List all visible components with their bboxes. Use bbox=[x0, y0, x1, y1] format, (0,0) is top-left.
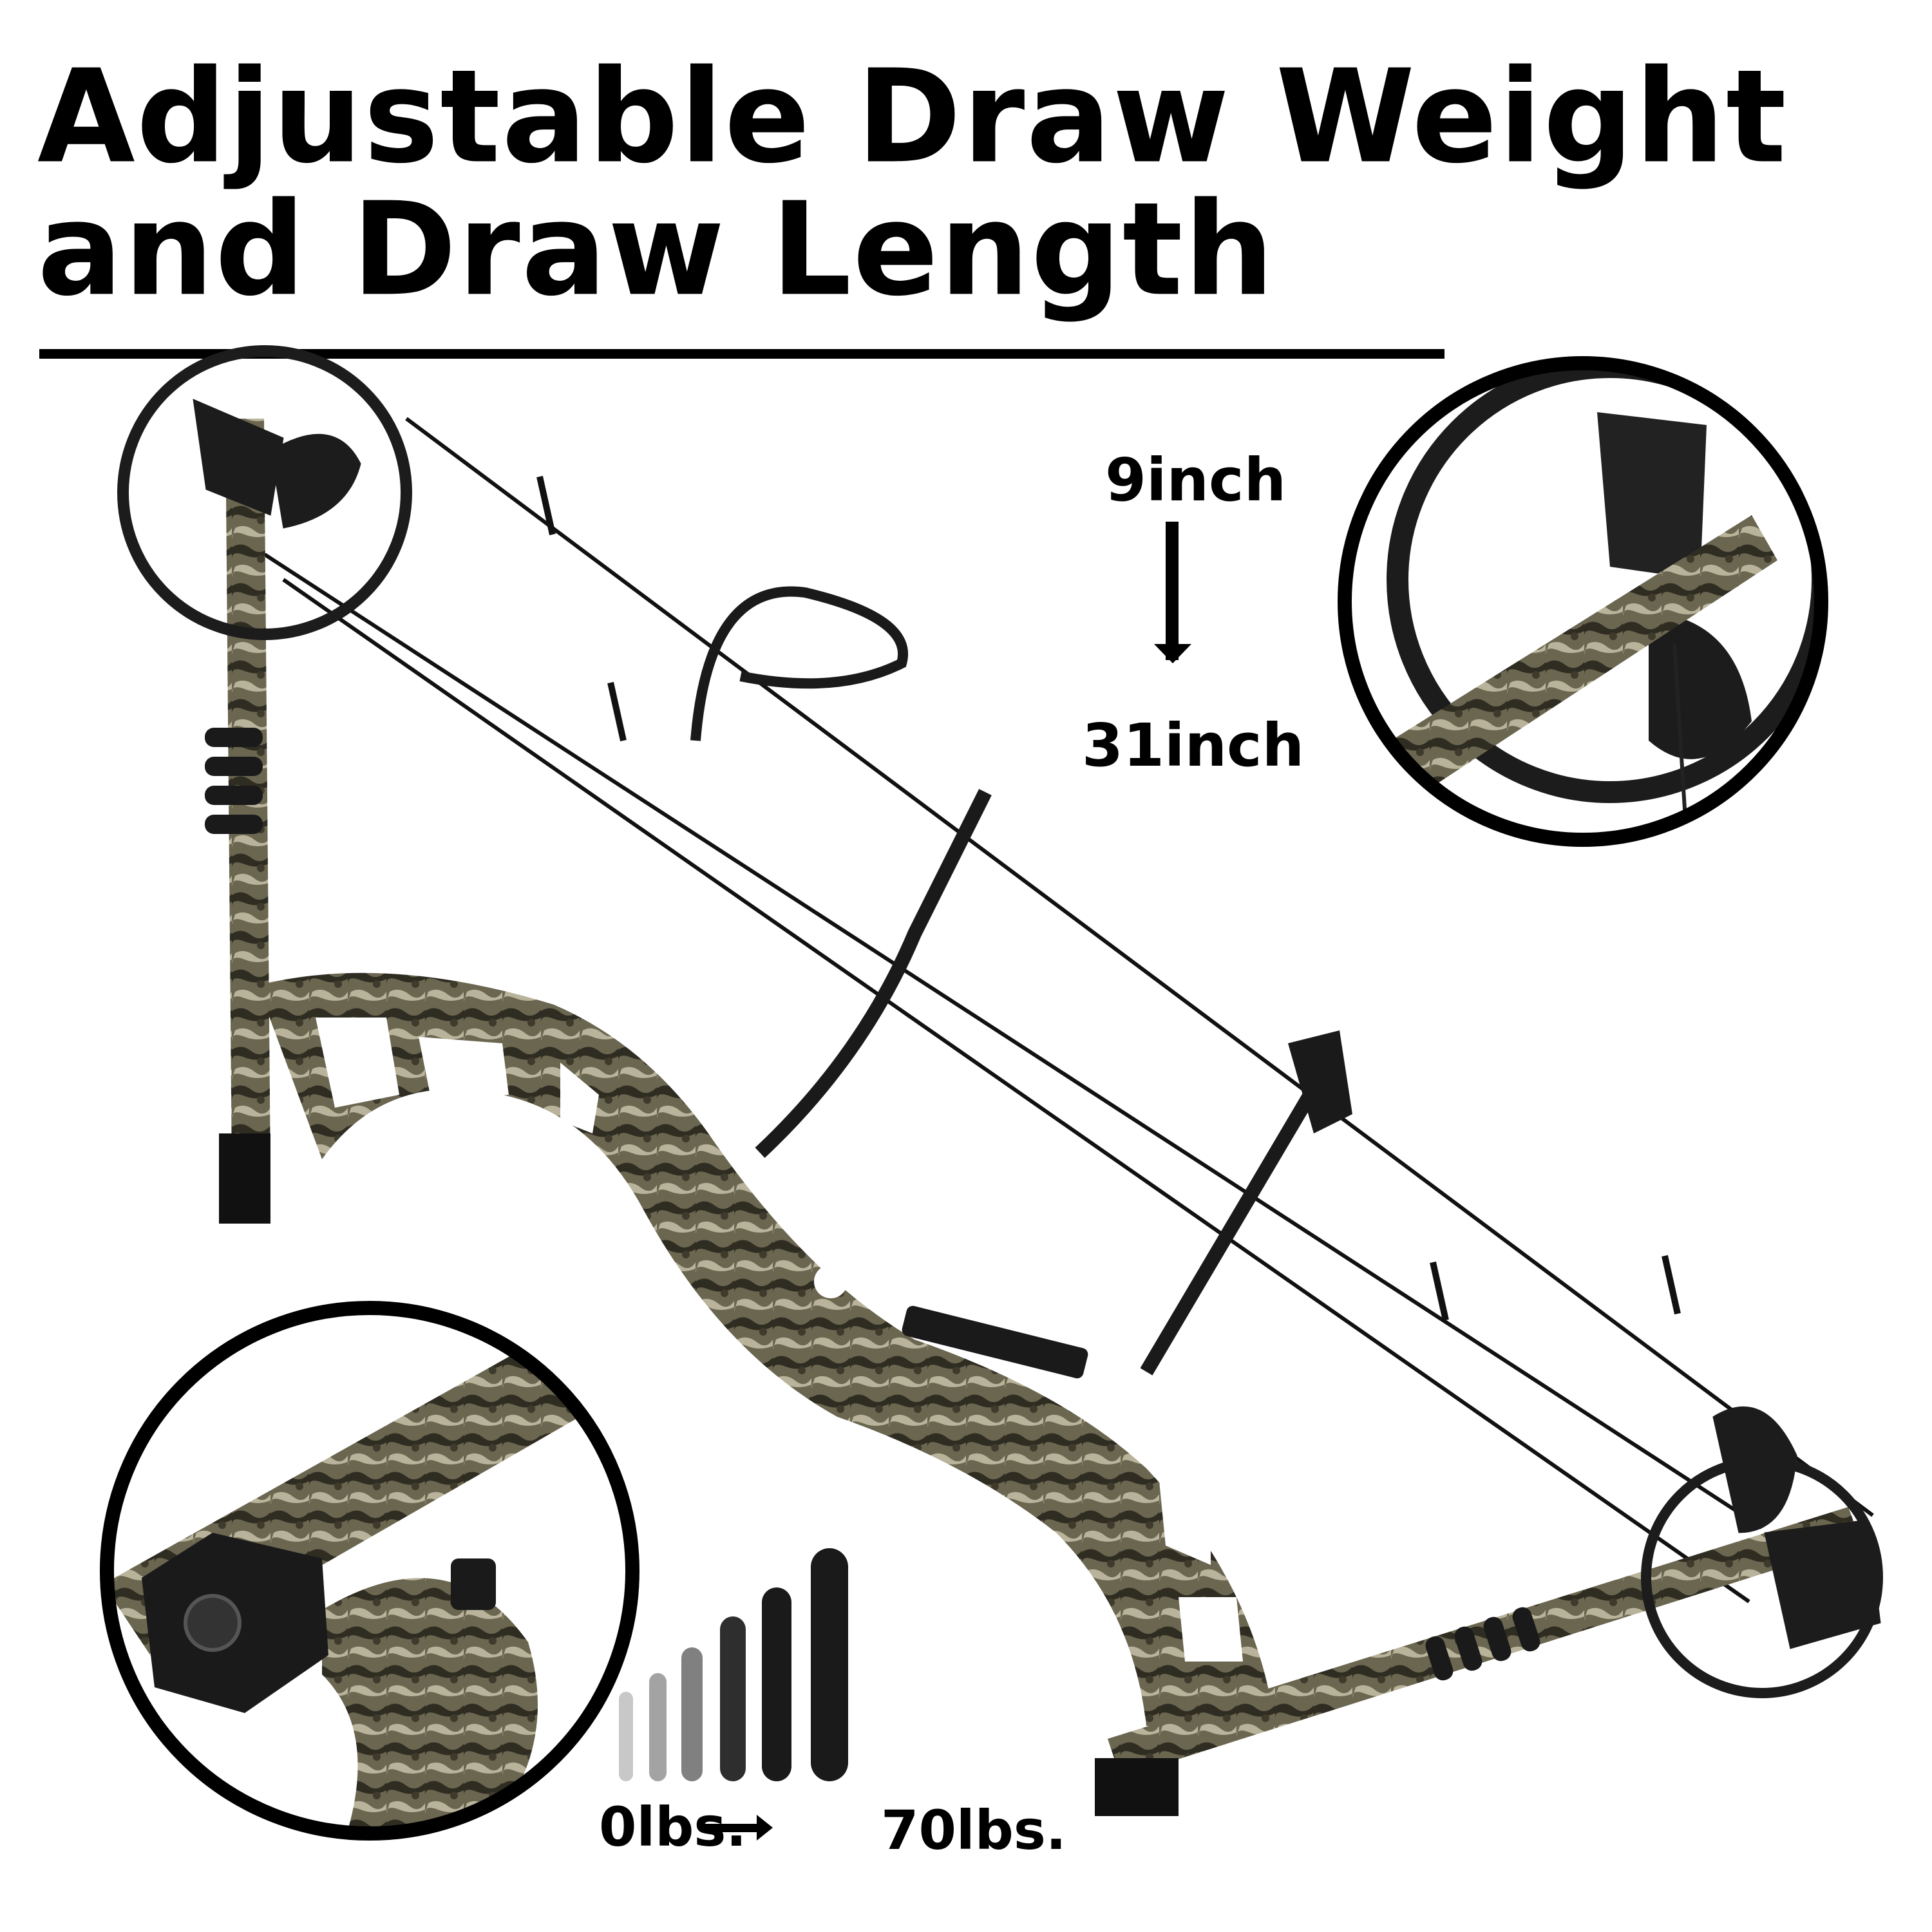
level-bar-1 bbox=[619, 1692, 633, 1781]
draw-weight-level-bars bbox=[619, 1548, 848, 1781]
draw-weight-min-label: 0lbs. bbox=[599, 1795, 747, 1859]
detail-circle-cam bbox=[1338, 356, 1828, 847]
title-line-1: Adjustable Draw Weight bbox=[37, 42, 1788, 193]
top-cam bbox=[117, 345, 412, 640]
level-bar-4 bbox=[720, 1616, 746, 1781]
draw-length-max-label: 31inch bbox=[1082, 711, 1305, 780]
riser-cutouts bbox=[316, 1018, 1243, 1662]
level-bar-3 bbox=[681, 1647, 703, 1781]
cable-guard bbox=[755, 789, 992, 1159]
arrow-down-icon bbox=[1154, 522, 1191, 663]
arrow-rest bbox=[690, 586, 909, 741]
riser bbox=[258, 972, 1275, 1726]
level-bar-5 bbox=[762, 1587, 791, 1781]
bottom-cam bbox=[1641, 1406, 1883, 1698]
level-bar-2 bbox=[649, 1673, 667, 1781]
draw-weight-max-label: 70lbs. bbox=[881, 1799, 1066, 1862]
grip bbox=[902, 1305, 1088, 1379]
title-line-2: and Draw Length bbox=[37, 175, 1276, 325]
bottom-limb bbox=[1108, 1507, 1861, 1777]
draw-length-min-label: 9inch bbox=[1105, 446, 1287, 515]
arrow-right-icon bbox=[701, 1815, 773, 1841]
bow-strings bbox=[263, 417, 1874, 1604]
title-divider bbox=[39, 349, 1444, 359]
limb-dampener-bottom bbox=[1425, 1607, 1540, 1681]
detail-circle-limb-pocket bbox=[100, 1301, 639, 1841]
limb-dampener bbox=[205, 728, 263, 834]
string-silencers bbox=[536, 475, 1681, 1321]
level-bar-6 bbox=[811, 1548, 848, 1781]
stabilizer bbox=[1140, 1030, 1352, 1376]
